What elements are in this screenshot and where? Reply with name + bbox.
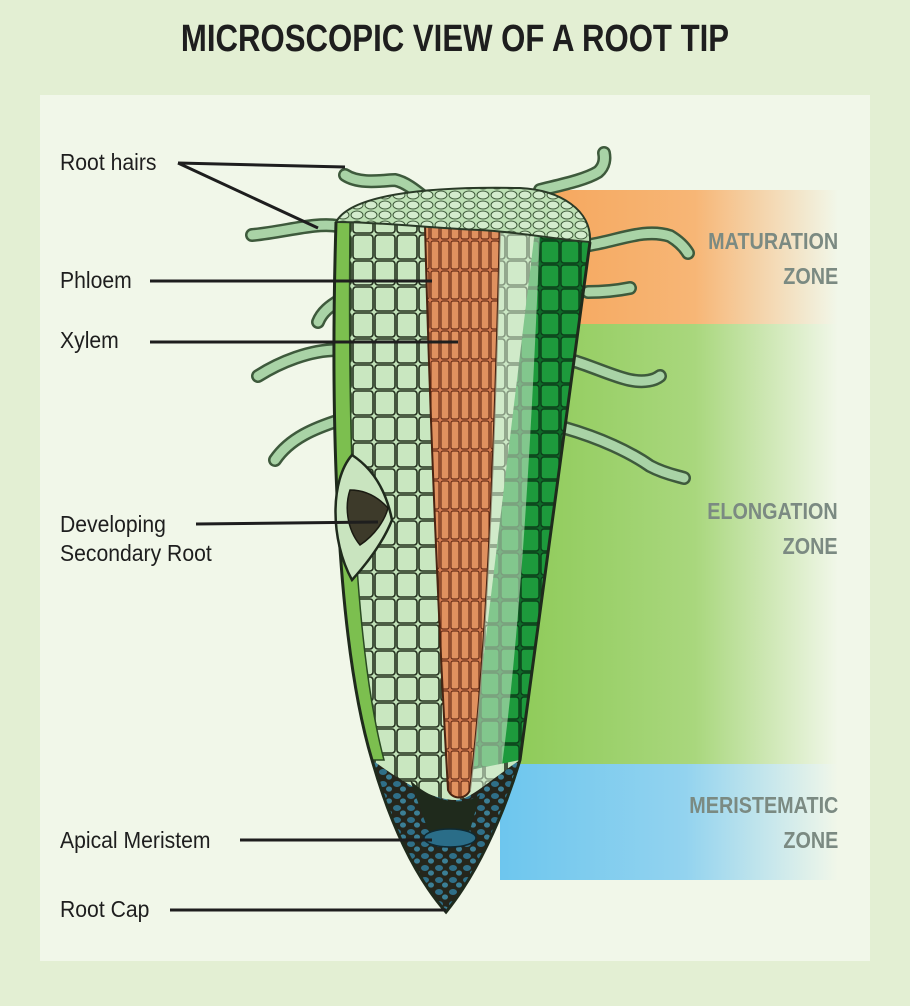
developing-secondary-root-label: Developing Secondary Root (60, 511, 212, 566)
root-hairs (245, 146, 695, 485)
maturation-zone-label: MATURATION ZONE (707, 228, 838, 289)
elongation-zone-band (520, 324, 838, 764)
root-cap-label: Root Cap (60, 896, 150, 922)
meristematic-zone-label: MERISTEMATIC ZONE (688, 792, 838, 853)
developing-secondary-root-shape (334, 453, 394, 583)
phloem-label: Phloem (60, 267, 132, 293)
root-hairs-label: Root hairs (60, 149, 157, 175)
diagram-title: MICROSCOPIC VIEW OF A ROOT TIP (180, 18, 730, 60)
meristematic-zone-band (500, 764, 838, 880)
root-top-crosssection (334, 186, 592, 244)
elongation-zone-label: ELONGATION ZONE (707, 498, 838, 559)
xylem-label: Xylem (60, 327, 119, 353)
label-leader-lines (150, 161, 458, 912)
apical-meristem-label: Apical Meristem (60, 827, 211, 853)
